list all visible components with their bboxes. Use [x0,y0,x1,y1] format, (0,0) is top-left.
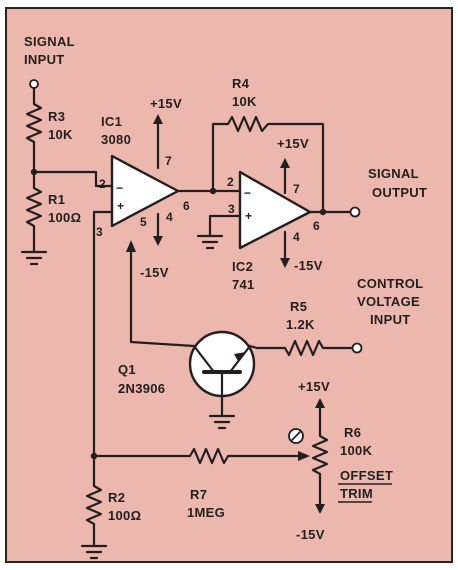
ic2-output-junction [319,208,327,216]
ic1-pin-4: 4 [166,210,173,224]
ic1-positive-supply [153,114,163,170]
ic2-pin-6: 6 [313,219,320,233]
q1-part: 2N3906 [118,381,165,396]
r2-ref: R2 [108,490,125,505]
control-input-label-line2: VOLTAGE [357,294,420,309]
ic1-pin-3: 3 [96,225,103,239]
r6-wiper-arrow [298,451,310,461]
r6-value: 100K [340,443,373,458]
r6-negative-supply-label: -15V [296,527,325,542]
r5-ref: R5 [290,299,307,314]
ic1-part: 3080 [101,132,131,147]
ic2-inverting-sign: − [244,186,251,200]
r7-value: 1MEG [187,505,225,520]
ic2-negative-supply-label: -15V [294,258,323,273]
signal-input-label-line2: INPUT [24,52,65,67]
signal-input-label-line1: SIGNAL [24,34,75,49]
r4-value: 10K [232,94,257,109]
r3-value: 10K [48,127,73,142]
r5-value: 1.2K [286,317,315,332]
q1-transistor [188,330,256,398]
ic1-pin-6: 6 [183,199,190,213]
ic2-noninverting-sign: + [245,209,252,223]
control-input-label-line1: CONTROL [357,276,423,291]
ic2-pin-4: 4 [293,230,300,244]
signal-input-terminal[interactable] [29,79,39,89]
ic1-noninverting-sign: + [117,199,124,213]
ic1-inverting-sign: − [116,181,123,195]
ic1-pin-2: 2 [99,177,106,191]
ic2-pin-3: 3 [228,202,235,216]
r6-trim-screw-icon [288,428,304,444]
ic1-noninverting-wire [92,210,114,458]
r6-potentiometer [311,424,329,510]
ic1-negative-supply-label: -15V [140,265,169,280]
r1-ref: R1 [48,192,65,207]
r6-ref: R6 [344,425,361,440]
ic1-ref: IC1 [101,114,122,129]
r1-value: 100Ω [48,210,81,225]
ic2-amplifier [238,170,312,250]
r6-name-line1: OFFSET [340,468,393,483]
r6-positive-supply-label: +15V [298,379,330,394]
ic1-negative-supply [153,212,163,246]
r4-feedback-wire [211,115,325,214]
r2-value: 100Ω [108,508,141,523]
ic2-positive-supply-label: +15V [277,136,309,151]
ic2-ref: IC2 [232,259,253,274]
r5-resistor [255,339,354,357]
r3-ref: R3 [48,109,65,124]
schematic-background [5,7,453,563]
r7-ref: R7 [190,487,207,502]
ic2-positive-supply [280,158,290,195]
r3-resistor [25,86,43,174]
signal-output-terminal[interactable] [349,206,361,218]
ic1-positive-supply-label: +15V [150,96,182,111]
ic2-noninverting-ground [196,214,242,250]
r2-resistor [85,454,103,548]
r6-positive-supply [315,398,325,428]
ic2-pin-2: 2 [227,175,234,189]
q1-base-wire [248,344,259,350]
ic2-pin-7: 7 [293,182,300,196]
control-input-label-line3: INPUT [370,312,411,327]
ic1-amplifier [110,154,180,228]
q1-ground-symbol [208,394,236,430]
r6-name-line2: TRIM [340,486,373,501]
ic1-pin-5: 5 [140,215,147,229]
input-to-ic1-wire [32,170,114,188]
control-input-terminal[interactable] [351,342,363,354]
ic1-abc-arrow [126,240,136,252]
signal-output-label-line1: SIGNAL [368,166,419,181]
q1-emitter-wire [129,340,196,348]
signal-output-label-line2: OUTPUT [372,185,427,200]
r1-resistor [25,170,43,254]
r6-negative-arrow [315,504,325,514]
r7-resistor [92,447,302,465]
ic1-pin-7: 7 [165,154,172,168]
q1-ref: Q1 [118,362,136,377]
r1-ground-symbol [20,250,48,266]
ic2-negative-supply [280,230,290,268]
r4-ref: R4 [232,76,250,91]
r2-ground-symbol [80,544,108,560]
ic2-part: 741 [232,277,255,292]
